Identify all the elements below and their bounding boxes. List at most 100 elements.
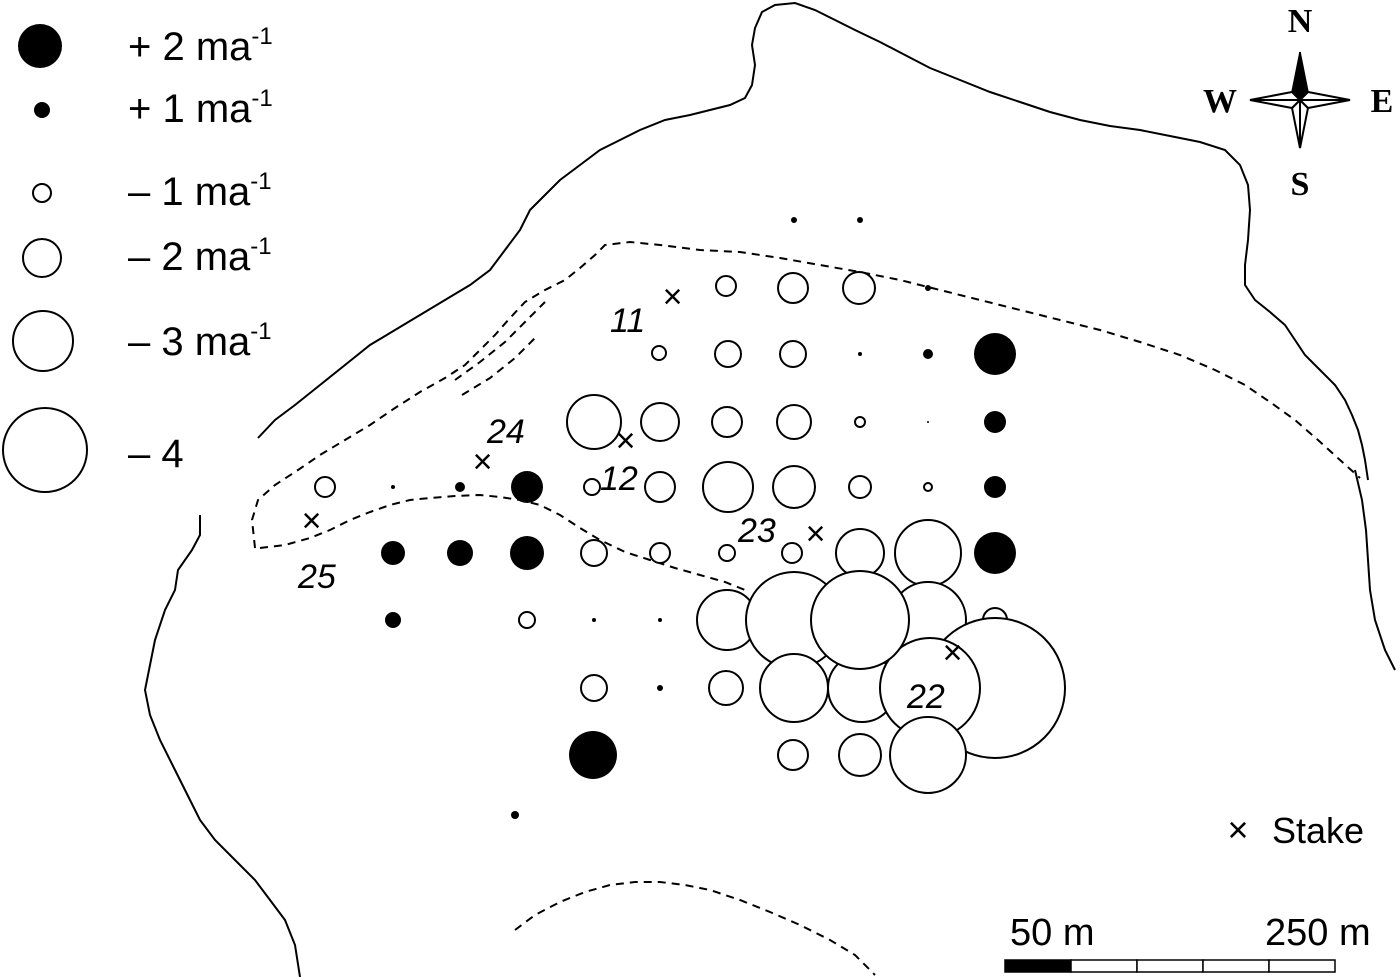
compass-south: S	[1291, 166, 1310, 203]
balance-point	[848, 475, 872, 499]
stake-23: × 23	[737, 512, 825, 553]
balance-point	[777, 272, 809, 304]
scale-bar: 50 m 250 m	[1004, 912, 1371, 973]
balance-point	[649, 542, 671, 564]
legend-sup-plus-2: -1	[251, 23, 272, 50]
svg-text:+ 1 ma-1: + 1 ma-1	[128, 85, 273, 131]
legend-symbol-plus-1	[34, 102, 50, 118]
compass-rose: N S E W	[1203, 3, 1393, 203]
stake-24: × 24	[472, 413, 525, 481]
balance-point	[715, 275, 737, 297]
balance-point	[314, 476, 336, 498]
balance-point	[842, 271, 876, 305]
dashed-boundary-inner-a	[454, 301, 546, 381]
balance-point	[583, 478, 601, 496]
stake-marker: ×	[805, 515, 825, 553]
stake-legend-label: Stake	[1272, 810, 1364, 851]
legend-item-minus-4: – 4	[2, 407, 184, 493]
legend-sup-plus-1: -1	[251, 85, 272, 112]
stake-label-25: 25	[297, 558, 336, 596]
balance-point	[984, 411, 1006, 433]
balance-point	[857, 217, 863, 223]
stake-marker: ×	[472, 443, 492, 481]
stake-label-23: 23	[737, 512, 776, 550]
stake-marker: ×	[615, 422, 635, 460]
legend: + 2 ma-1 + 1 ma-1 – 1 ma-1 – 2 ma-1 – 3 …	[2, 23, 273, 493]
balance-point	[708, 670, 744, 706]
glacier-outline-upper	[257, 1, 1369, 481]
svg-text:– 2 ma-1: – 2 ma-1	[128, 233, 272, 279]
legend-item-minus-1: – 1 ma-1	[32, 168, 272, 214]
legend-symbol-minus-4	[2, 407, 88, 493]
balance-point	[838, 733, 882, 777]
mass-balance-points	[314, 217, 1066, 819]
balance-point	[518, 611, 536, 629]
balance-point	[640, 402, 680, 442]
stake-12: × 12	[600, 422, 638, 498]
balance-point	[644, 471, 676, 503]
glacier-outline-right	[1354, 469, 1396, 671]
glacier-outline	[143, 515, 301, 977]
scale-label-right: 250 m	[1265, 912, 1371, 954]
legend-label-minus-2: – 2 ma	[128, 235, 251, 279]
balance-point	[718, 544, 736, 562]
balance-point	[592, 618, 596, 622]
svg-text:– 3 ma-1: – 3 ma-1	[128, 318, 272, 364]
balance-point	[569, 731, 617, 779]
balance-point	[835, 528, 885, 578]
scale-label-left: 50 m	[1010, 912, 1094, 954]
balance-point	[927, 421, 929, 423]
balance-point	[772, 465, 816, 509]
stake-marker: ×	[662, 278, 682, 316]
balance-point	[858, 352, 862, 356]
balance-point	[510, 536, 544, 570]
balance-point	[974, 532, 1016, 574]
svg-text:– 1 ma-1: – 1 ma-1	[128, 168, 272, 214]
balance-point	[923, 482, 933, 492]
balance-point	[566, 394, 622, 450]
balance-point	[657, 685, 663, 691]
stake-22: × 22	[906, 634, 962, 716]
balance-point	[854, 416, 866, 428]
legend-item-minus-3: – 3 ma-1	[12, 310, 272, 372]
balance-point	[580, 674, 608, 702]
stake-legend: × Stake	[1227, 809, 1364, 851]
legend-label-plus-2: + 2 ma	[128, 25, 252, 69]
legend-symbol-plus-2	[18, 24, 62, 68]
legend-item-plus-1: + 1 ma-1	[34, 85, 273, 131]
balance-point	[779, 340, 807, 368]
balance-point	[391, 485, 395, 489]
svg-text:– 4: – 4	[128, 432, 184, 476]
balance-point	[759, 653, 829, 723]
compass-east: E	[1371, 83, 1394, 120]
scale-segment	[1136, 959, 1204, 973]
stake-label-11: 11	[610, 302, 645, 340]
balance-point	[511, 471, 543, 503]
stake-25: × 25	[297, 502, 336, 596]
balance-point	[777, 739, 809, 771]
stake-label-24: 24	[486, 413, 525, 451]
stakes: × 11 × 24 × 12 × 23 × 25 × 22	[297, 278, 962, 716]
legend-item-plus-2: + 2 ma-1	[18, 23, 273, 69]
scale-segment	[1070, 959, 1138, 973]
compass-icon	[1249, 51, 1351, 149]
stake-label-22: 22	[906, 678, 945, 716]
legend-label-minus-4: – 4	[128, 432, 184, 476]
legend-sup-minus-3: -1	[250, 318, 271, 345]
dashed-boundary-inner-b	[461, 337, 536, 396]
dashed-boundary-bottom	[514, 881, 876, 976]
balance-point	[923, 349, 933, 359]
balance-point	[889, 716, 967, 794]
stake-marker: ×	[301, 502, 321, 540]
balance-point	[381, 541, 405, 565]
scale-segment	[1004, 959, 1072, 973]
balance-point	[702, 461, 754, 513]
balance-point	[925, 285, 931, 291]
legend-label-plus-1: + 1 ma	[128, 87, 252, 131]
scale-segment	[1202, 959, 1270, 973]
balance-point	[776, 404, 812, 440]
scale-segment	[1268, 959, 1336, 973]
balance-point	[651, 345, 667, 361]
balance-point	[984, 476, 1006, 498]
